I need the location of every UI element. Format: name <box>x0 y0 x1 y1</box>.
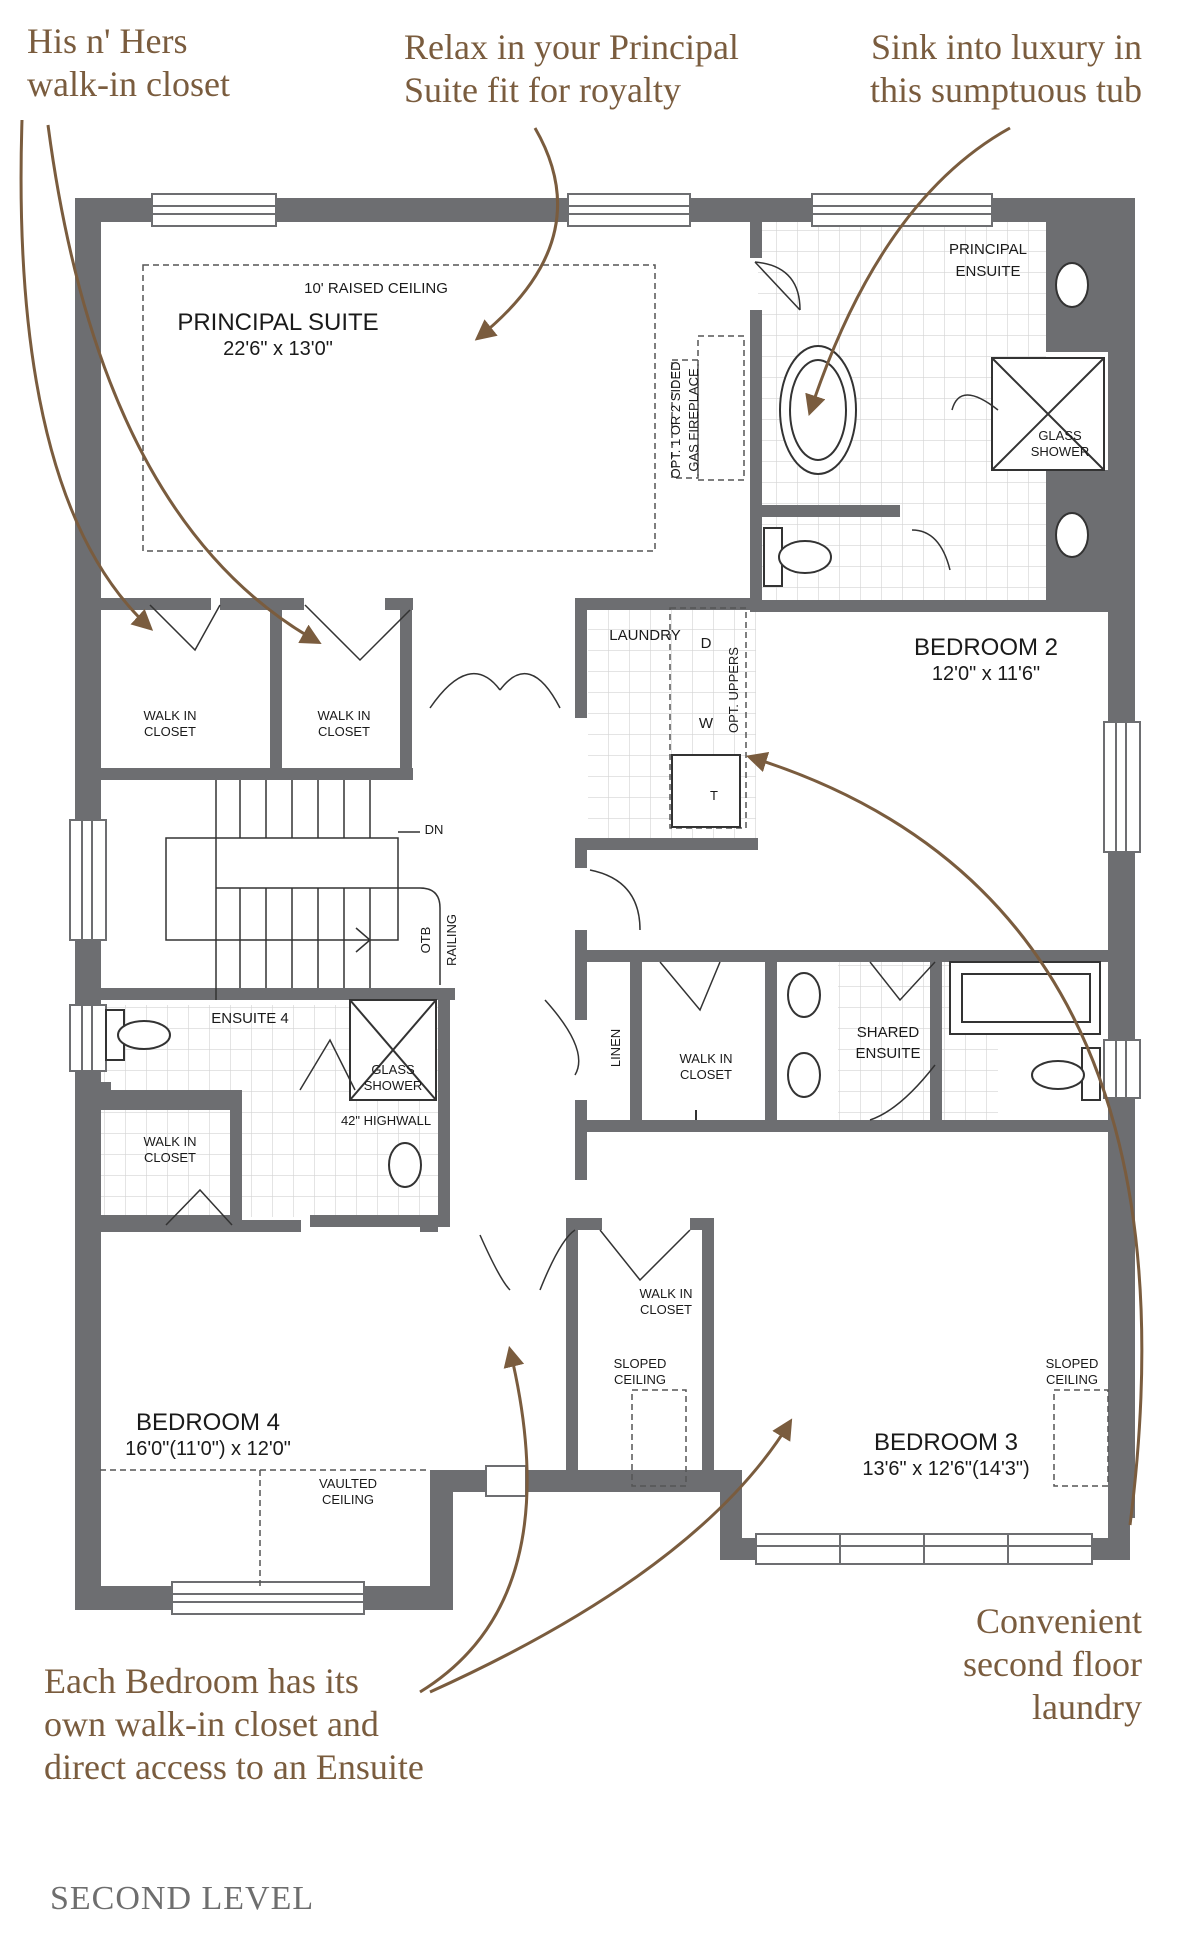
laundry-name: LAUNDRY <box>609 627 680 644</box>
railing-label: RAILING <box>444 914 459 966</box>
bedroom-4-name: BEDROOM 4 <box>136 1409 280 1436</box>
dryer-label: D <box>701 635 712 652</box>
wic-bed4-line-1: WALK IN <box>144 1134 197 1149</box>
opt-uppers-label: OPT. UPPERS <box>726 647 741 733</box>
glass-shower-1-line-2: SHOWER <box>1031 444 1090 459</box>
stairs <box>165 780 441 1000</box>
principal-suite-name: PRINCIPAL SUITE <box>177 309 378 336</box>
callout-tub: Sink into luxury in this sumptuous tub <box>869 27 1142 110</box>
arrow-tub <box>805 126 1011 416</box>
arrow-his-closet <box>19 119 154 631</box>
linen-label: LINEN <box>608 1029 623 1067</box>
stairs-down-label: DN <box>425 822 444 837</box>
shared-ensuite-line-1: SHARED <box>857 1024 920 1041</box>
wic-bed2-line-2: CLOSET <box>680 1067 732 1082</box>
wic-his-line-1: WALK IN <box>144 708 197 723</box>
arrow-bedroom3 <box>429 1418 793 1694</box>
callout-principal-suite: Relax in your Principal Suite fit for ro… <box>404 27 739 110</box>
bedroom-4-dims: 16'0"(11'0") x 12'0" <box>125 1438 291 1460</box>
fireplace-label-1: OPT. 1 OR 2 SIDED <box>668 361 683 478</box>
vaulted-ceiling-line-1: VAULTED <box>319 1476 377 1491</box>
fixtures <box>105 262 1105 1188</box>
principal-suite-dims: 22'6" x 13'0" <box>223 338 333 360</box>
sloped-ceiling-left-1: SLOPED <box>614 1356 667 1371</box>
fireplace-label-2: GAS FIREPLACE <box>686 368 701 472</box>
callout-laundry: Convenient second floor laundry <box>963 1601 1142 1727</box>
wic-bed3-line-2: CLOSET <box>640 1302 692 1317</box>
arrow-bedroom4 <box>419 1345 529 1694</box>
raised-ceiling-label: 10' RAISED CEILING <box>304 280 448 297</box>
bedroom-2-name: BEDROOM 2 <box>914 634 1058 661</box>
arrow-laundry <box>745 751 1144 1526</box>
bedroom-3-dims: 13'6" x 12'6"(14'3") <box>862 1458 1029 1480</box>
wic-bed2-line-1: WALK IN <box>680 1051 733 1066</box>
sloped-ceiling-right-1: SLOPED <box>1046 1356 1099 1371</box>
bedroom-2-dims: 12'0" x 11'6" <box>932 663 1040 685</box>
principal-ensuite-label-1: PRINCIPAL <box>949 241 1027 258</box>
callout-arrows <box>19 119 1144 1694</box>
arrow-principal-suite <box>474 127 560 341</box>
doors <box>149 261 999 1291</box>
sloped-ceiling-left-2: CEILING <box>614 1372 666 1387</box>
tiled-floors <box>100 222 1046 1217</box>
glass-shower-2-line-2: SHOWER <box>364 1078 423 1093</box>
wic-bed3-line-1: WALK IN <box>640 1286 693 1301</box>
ensuite-4-name: ENSUITE 4 <box>211 1010 289 1027</box>
washer-label: W <box>699 715 714 732</box>
wic-bed4-line-2: CLOSET <box>144 1150 196 1165</box>
wic-hers-line-1: WALK IN <box>318 708 371 723</box>
ceiling-outlines <box>100 264 1109 1586</box>
bedroom-3-name: BEDROOM 3 <box>874 1429 1018 1456</box>
otb-label: OTB <box>418 927 433 954</box>
interior-walls <box>101 222 1108 1486</box>
highwall-label: 42" HIGHWALL <box>341 1113 431 1128</box>
vaulted-ceiling-line-2: CEILING <box>322 1492 374 1507</box>
glass-shower-2-line-1: GLASS <box>371 1062 415 1077</box>
glass-shower-1-line-1: GLASS <box>1038 428 1082 443</box>
callout-bedrooms: Each Bedroom has its own walk-in closet … <box>44 1661 424 1787</box>
laundry-tub-label: T <box>710 788 718 803</box>
windows <box>69 193 1141 1615</box>
room-labels: 10' RAISED CEILING PRINCIPAL SUITE 22'6"… <box>125 241 1098 1507</box>
shared-ensuite-line-2: ENSUITE <box>855 1045 920 1062</box>
callout-closets: His n' Hers walk-in closet <box>27 21 230 104</box>
wic-his-line-2: CLOSET <box>144 724 196 739</box>
sloped-ceiling-right-2: CEILING <box>1046 1372 1098 1387</box>
principal-ensuite-label-2: ENSUITE <box>955 263 1020 280</box>
arrow-hers-closet <box>46 124 322 645</box>
wic-hers-line-2: CLOSET <box>318 724 370 739</box>
level-title: SECOND LEVEL <box>50 1880 315 1917</box>
